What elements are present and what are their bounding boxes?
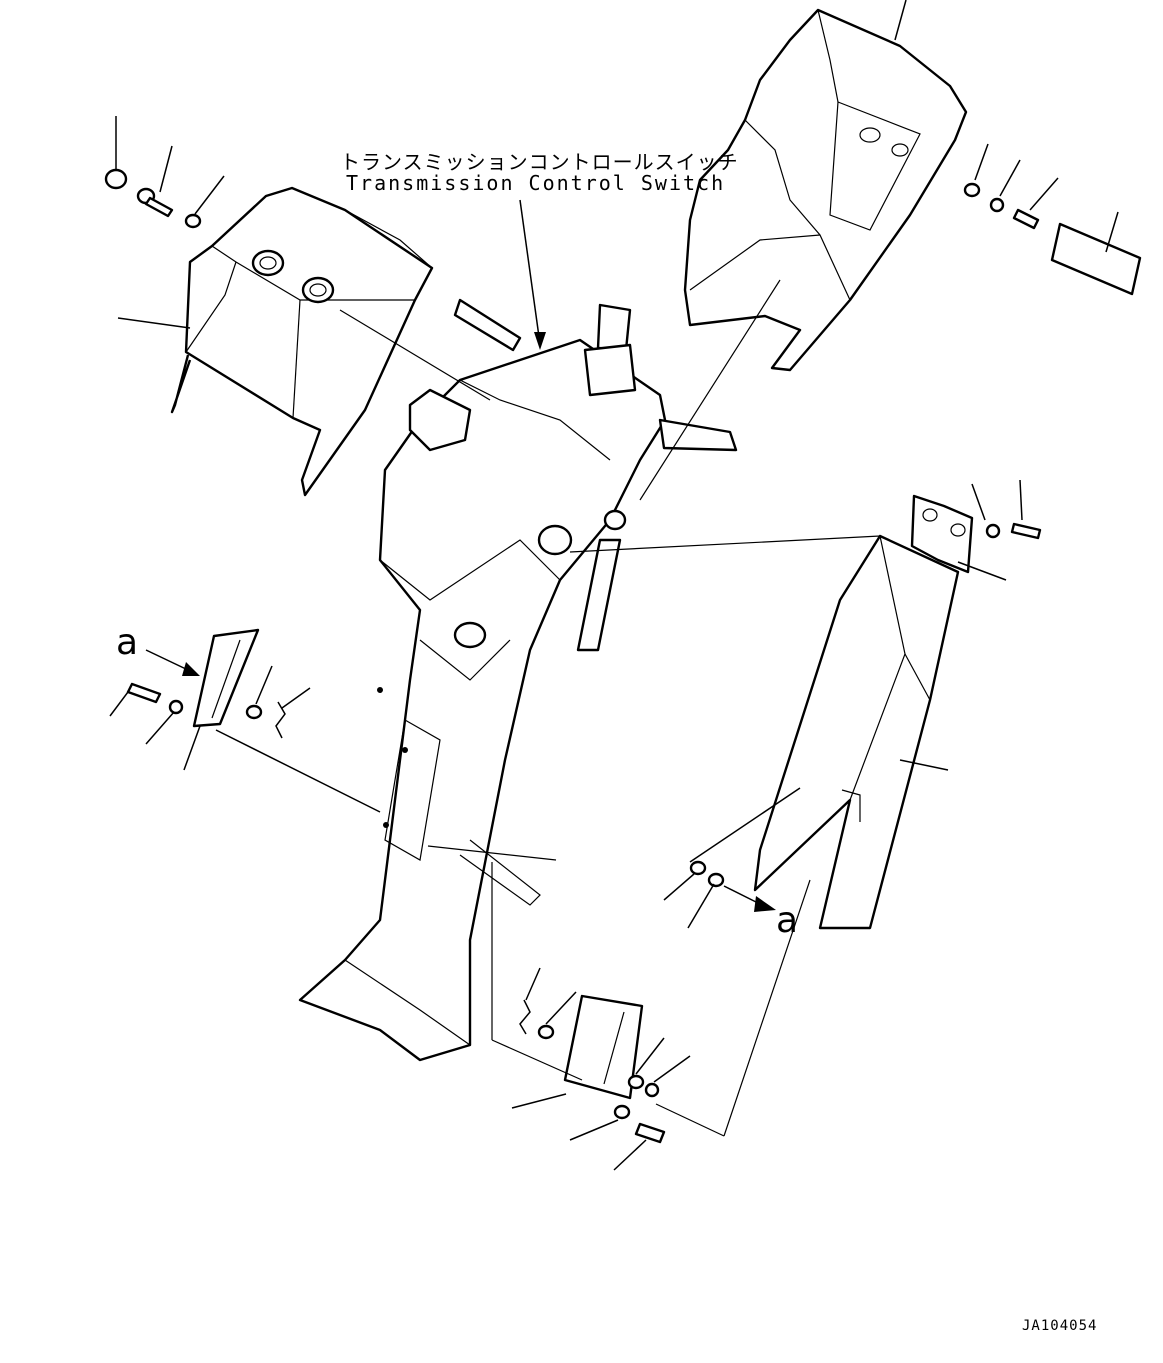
cover-fasteners-right <box>689 522 1042 888</box>
transmission-switch-callout-japanese: トランスミッションコントロールスイッチ <box>340 150 739 174</box>
bracket-bottom <box>563 994 644 1100</box>
bracket-fasteners-left <box>126 682 286 739</box>
cover-fasteners-top-left <box>104 168 202 229</box>
view-label-a-left: a <box>116 622 139 663</box>
view-label-a-right: a <box>776 900 799 941</box>
lower-column-cover <box>683 8 968 372</box>
leader-lines <box>109 0 1119 1171</box>
long-column-cover <box>753 494 974 930</box>
phantom-assembly-lines <box>339 279 881 1137</box>
bracket-fasteners-bottom <box>519 999 666 1144</box>
cover-fasteners-top-right <box>963 182 1040 230</box>
steering-column-assembly <box>298 298 738 1062</box>
drawing-number: JA104054 <box>1022 1318 1098 1334</box>
transmission-switch-callout-english: Transmission Control Switch <box>346 171 726 195</box>
upper-column-cover <box>170 186 434 497</box>
bracket-view-a-left <box>192 628 260 728</box>
identification-plate <box>1050 222 1142 296</box>
